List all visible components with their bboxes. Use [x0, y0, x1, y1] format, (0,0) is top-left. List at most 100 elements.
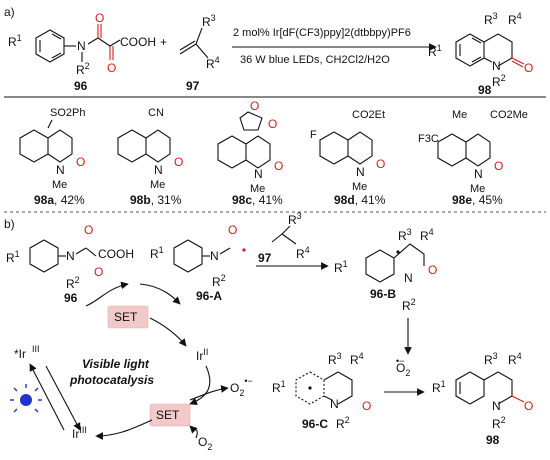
svg-text:O: O [94, 265, 103, 279]
svg-text:R1: R1 [428, 43, 442, 59]
svg-text:O: O [95, 11, 104, 25]
svg-text:SO2Ph: SO2Ph [50, 107, 85, 119]
svg-text:R4: R4 [206, 55, 220, 71]
svg-text:98d, 41%: 98d, 41% [334, 193, 386, 207]
svg-text:N: N [492, 59, 501, 73]
svg-text:2 mol% Ir[dF(CF3)ppy]2(dtbbpy): 2 mol% Ir[dF(CF3)ppy]2(dtbbpy)PF6 [233, 27, 411, 39]
svg-text:N: N [474, 167, 483, 181]
svg-text:COOH: COOH [98, 247, 134, 261]
svg-text:O: O [76, 155, 85, 169]
svg-text:Me: Me [452, 109, 467, 121]
svg-text:O: O [524, 399, 533, 413]
svg-text:O: O [107, 61, 116, 75]
svg-text:98: 98 [478, 83, 492, 97]
svg-text:R2: R2 [76, 61, 90, 77]
svg-text:O: O [84, 223, 93, 237]
svg-text:N: N [56, 163, 65, 177]
svg-text:O: O [268, 117, 277, 131]
svg-text:N: N [404, 271, 413, 285]
svg-text:O: O [174, 155, 183, 169]
svg-text:Me: Me [150, 179, 165, 191]
svg-text:O: O [524, 61, 533, 75]
svg-text:R4: R4 [350, 351, 364, 367]
svg-text:N: N [66, 249, 75, 263]
final-step: O2 •− [384, 356, 425, 396]
svg-text:N: N [492, 399, 501, 413]
product-98b: CN O N Me 98b, 31% [117, 107, 183, 207]
svg-text:IrII: IrII [196, 347, 208, 363]
svg-text:Me: Me [52, 179, 67, 191]
svg-text:O: O [250, 99, 259, 113]
svg-text:Me: Me [250, 183, 265, 195]
svg-text:Me: Me [352, 181, 367, 193]
svg-text:CO2Me: CO2Me [490, 109, 528, 121]
svg-text:O2•−: O2•− [230, 376, 253, 398]
intermediate-96-B: R1 R3 R4 O N R2 96-B [334, 227, 437, 313]
svg-text:CO2Et: CO2Et [352, 109, 385, 121]
svg-text:N: N [330, 397, 339, 411]
panel-b-label: b) [4, 217, 15, 231]
svg-text:R4: R4 [508, 351, 522, 367]
product-98a: SO2Ph O N Me 98a, 42% [19, 107, 85, 207]
plus-sign: + [160, 35, 167, 49]
svg-text:N: N [254, 167, 263, 181]
svg-text:F: F [310, 129, 317, 141]
svg-text:98a, 42%: 98a, 42% [34, 193, 85, 207]
reaction-conditions: 2 mol% Ir[dF(CF3)ppy]2(dtbbpy)PF6 36 W b… [232, 27, 437, 66]
svg-text:R4: R4 [420, 227, 434, 243]
svg-text:SET: SET [114, 310, 138, 324]
svg-text:O: O [428, 263, 437, 277]
svg-text:N: N [154, 163, 163, 177]
svg-text:96: 96 [64, 291, 78, 305]
svg-text:N: N [210, 249, 219, 263]
svg-text:R3: R3 [288, 211, 302, 227]
svg-text:O: O [494, 159, 503, 173]
svg-text:•−: •− [396, 356, 404, 366]
svg-text:R2: R2 [492, 415, 506, 431]
svg-text:IrIII: IrIII [72, 425, 87, 441]
svg-text:R3: R3 [202, 13, 216, 29]
intermediate-96-C: R1 O N R2 R3 R4 96-C [272, 351, 371, 431]
svg-text:R2: R2 [402, 297, 416, 313]
svg-text:R4: R4 [508, 11, 522, 27]
svg-text:R1: R1 [432, 379, 446, 395]
svg-text:COOH: COOH [120, 35, 156, 49]
svg-text:R2: R2 [66, 275, 80, 291]
svg-text:98b, 31%: 98b, 31% [130, 193, 182, 207]
svg-text:R1: R1 [334, 259, 348, 275]
svg-text:R3: R3 [398, 227, 412, 243]
svg-text:36 W blue LEDs, CH2Cl2/H2O: 36 W blue LEDs, CH2Cl2/H2O [240, 54, 390, 66]
svg-text:R4: R4 [296, 245, 310, 261]
reactant-96: R1 N R2 O O COOH 96 [8, 11, 156, 93]
svg-text:photocatalysis: photocatalysis [69, 373, 154, 387]
mech-96: R1 N R2 O O COOH 96 [6, 223, 134, 305]
svg-text:R1: R1 [150, 245, 164, 261]
panel-a-label: a) [4, 5, 15, 19]
svg-text:96-A: 96-A [196, 289, 222, 303]
svg-text:98: 98 [486, 433, 500, 447]
svg-text:Visible light: Visible light [82, 357, 150, 371]
svg-text:98e, 45%: 98e, 45% [452, 193, 503, 207]
svg-text:R1: R1 [272, 379, 286, 395]
final-product-98: R1 O N R2 R3 R4 98 [432, 351, 533, 447]
svg-text:O: O [274, 159, 283, 173]
svg-text:R2: R2 [492, 73, 506, 89]
blue-light-lamp-icon [10, 384, 42, 413]
svg-text:O: O [362, 399, 371, 413]
svg-text:98c, 41%: 98c, 41% [232, 193, 283, 207]
svg-text:R3: R3 [484, 351, 498, 367]
photocatalytic-cycle: SET *Ir III IrII Visible light photocata… [14, 281, 253, 452]
svg-text:III: III [32, 344, 40, 354]
product-98: O N R2 R3 R4 R1 98 [428, 11, 533, 97]
svg-text:R1: R1 [8, 33, 22, 49]
svg-text:Me: Me [470, 183, 485, 195]
reactant-97: R3 R4 97 [179, 13, 220, 93]
svg-text:O: O [376, 157, 385, 171]
svg-text:96-B: 96-B [370, 287, 396, 301]
svg-text:R2: R2 [336, 415, 350, 431]
svg-text:96: 96 [74, 79, 88, 93]
product-98e: CO2Me F3C Me O N Me 98e, 45% [418, 109, 528, 207]
svg-text:CN: CN [148, 107, 164, 119]
svg-text:97: 97 [186, 79, 200, 93]
